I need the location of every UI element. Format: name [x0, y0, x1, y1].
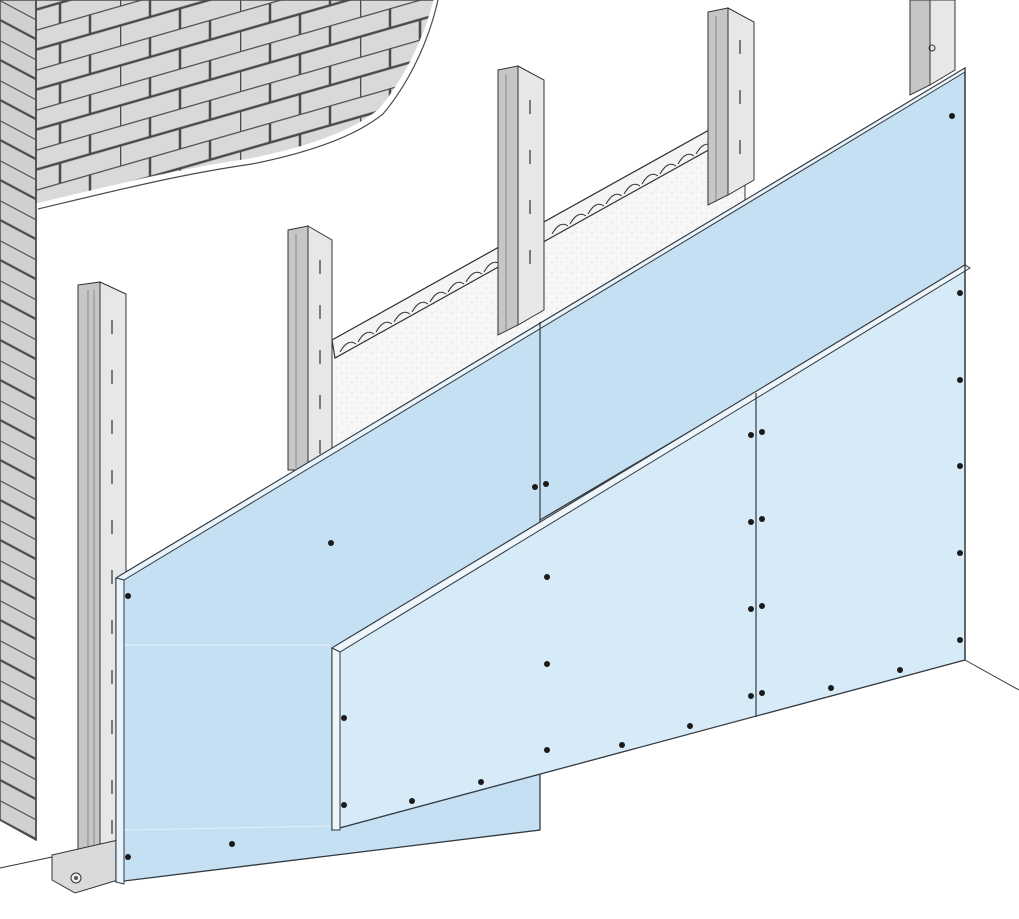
insulation-coil-pattern [339, 133, 731, 353]
screws [125, 113, 963, 860]
floor-track [0, 839, 119, 894]
stud-3 [497, 65, 545, 336]
stud-4 [707, 7, 755, 206]
stud-5 [909, 0, 956, 96]
brick-wall [0, 0, 439, 842]
board-layer-2 [330, 68, 1019, 831]
steel-studs [77, 0, 956, 881]
stud-2 [287, 225, 333, 471]
brick-wall-side [0, 0, 37, 842]
brick-wall-front [35, 0, 436, 206]
